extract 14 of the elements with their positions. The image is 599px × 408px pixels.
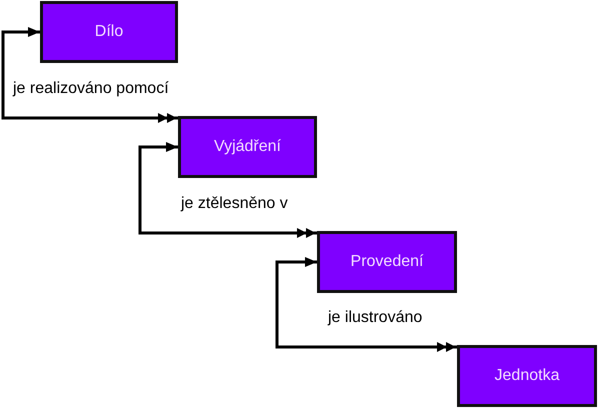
edge-label: je ilustrováno bbox=[327, 308, 424, 328]
entity-box bbox=[317, 231, 457, 293]
arrow bbox=[138, 142, 317, 238]
entity-box bbox=[178, 116, 317, 178]
entity-label: Vyjádření bbox=[214, 137, 281, 157]
edge-label: je realizováno pomocí bbox=[12, 79, 170, 99]
entity-label: Provedení bbox=[350, 252, 424, 272]
entity-label: Jednotka bbox=[494, 366, 560, 386]
edge-label: je ztělesněno v bbox=[180, 194, 289, 214]
arrow bbox=[276, 257, 457, 352]
entity-label: Dílo bbox=[94, 22, 124, 42]
entity-box bbox=[40, 1, 178, 63]
arrow bbox=[2, 27, 178, 123]
entity-box bbox=[457, 345, 597, 407]
